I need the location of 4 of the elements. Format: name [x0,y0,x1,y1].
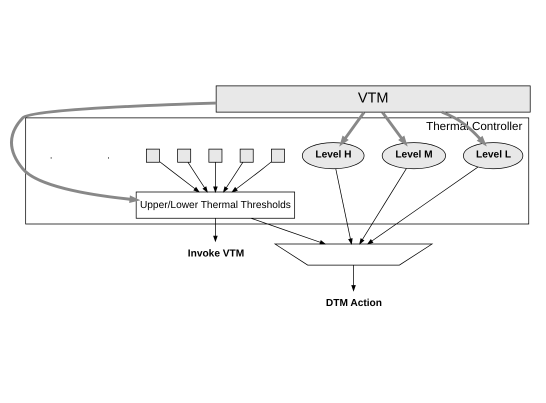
node-text: Invoke VTM [188,248,244,260]
node-text: DTM Action [326,298,382,309]
label: . [107,150,110,162]
label: . [50,150,53,162]
